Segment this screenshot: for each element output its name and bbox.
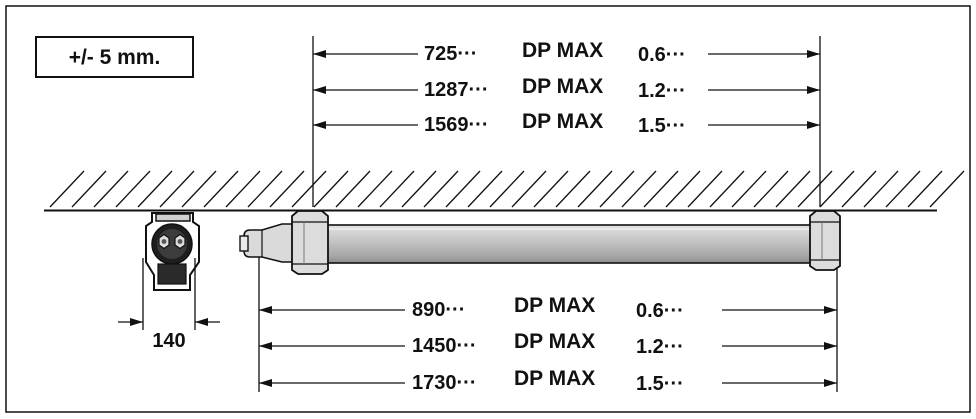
dimension-size-label: 0.6··· — [636, 300, 684, 322]
hatch-line — [115, 170, 151, 208]
hatch-line — [687, 170, 723, 208]
tolerance-box: +/- 5 mm. — [35, 36, 194, 78]
hatch-line — [49, 170, 85, 208]
hatch-line — [863, 170, 899, 208]
ceiling-hatch — [44, 170, 965, 212]
fixture-side-view — [239, 210, 841, 275]
top-dimension-row: 1287··· DP MAX 1.2··· — [313, 75, 820, 102]
end-view-width-dimension: 140 — [118, 258, 220, 352]
hatch-line — [291, 170, 327, 208]
hatch-line — [775, 170, 811, 208]
hatch-line — [709, 170, 745, 208]
bottom-dimension-row: 1730··· DP MAX 1.5··· — [259, 367, 837, 395]
hatch-line — [467, 170, 503, 208]
hatch-line — [203, 170, 239, 208]
top-dimension-row: 1569··· DP MAX 1.5··· — [313, 110, 820, 137]
hatch-line — [181, 170, 217, 208]
dimension-length-label: 890··· — [412, 299, 465, 321]
hatch-line — [929, 170, 965, 208]
dimension-length-label: 1569··· — [424, 114, 488, 136]
hatch-line — [643, 170, 679, 208]
bottom-dimension-row: 1450··· DP MAX 1.2··· — [259, 330, 837, 358]
dimension-length-label: 1287··· — [424, 79, 488, 101]
hatch-line — [511, 170, 547, 208]
dimension-length-label: 1450··· — [412, 335, 476, 357]
end-view-width-label: 140 — [152, 330, 185, 352]
hatch-line — [819, 170, 855, 208]
hatch-line — [93, 170, 129, 208]
dimension-model-label: DP MAX — [514, 330, 595, 353]
hatch-line — [423, 170, 459, 208]
drawing-frame — [5, 5, 971, 413]
hatch-line — [335, 170, 371, 208]
hatch-line — [533, 170, 569, 208]
fixture-end-view — [145, 212, 200, 291]
hatch-line — [797, 170, 833, 208]
dimension-model-label: DP MAX — [514, 294, 595, 317]
hatch-line — [379, 170, 415, 208]
dimension-model-label: DP MAX — [522, 39, 603, 62]
hatch-line — [357, 170, 393, 208]
hatch-line — [247, 170, 283, 208]
dimension-size-label: 0.6··· — [638, 44, 686, 66]
hatch-line — [401, 170, 437, 208]
hatch-line — [885, 170, 921, 208]
top-dimension-row: 725··· DP MAX 0.6··· — [313, 39, 820, 66]
dimension-size-label: 1.2··· — [636, 336, 684, 358]
hatch-line — [665, 170, 701, 208]
hatch-line — [71, 170, 107, 208]
hatch-line — [269, 170, 305, 208]
dimension-size-label: 1.2··· — [638, 80, 686, 102]
dimension-length-label: 1730··· — [412, 372, 476, 394]
tolerance-label: +/- 5 mm. — [69, 46, 161, 69]
hatch-line — [225, 170, 261, 208]
dimension-size-label: 1.5··· — [638, 115, 686, 137]
hatch-line — [445, 170, 481, 208]
dimension-model-label: DP MAX — [522, 75, 603, 98]
hatch-line — [753, 170, 789, 208]
hatch-line — [599, 170, 635, 208]
bottom-dimension-row: 890··· DP MAX 0.6··· — [259, 294, 837, 322]
dimension-size-label: 1.5··· — [636, 373, 684, 395]
hatch-line — [731, 170, 767, 208]
dimension-model-label: DP MAX — [522, 110, 603, 133]
hatch-line — [577, 170, 613, 208]
hatch-line — [841, 170, 877, 208]
hatch-line — [907, 170, 943, 208]
dimension-model-label: DP MAX — [514, 367, 595, 390]
hatch-line — [489, 170, 525, 208]
hatch-line — [159, 170, 195, 208]
dimension-length-label: 725··· — [424, 43, 477, 65]
hatch-line — [313, 170, 349, 208]
hatch-line — [555, 170, 591, 208]
hatch-line — [621, 170, 657, 208]
hatch-line — [137, 170, 173, 208]
